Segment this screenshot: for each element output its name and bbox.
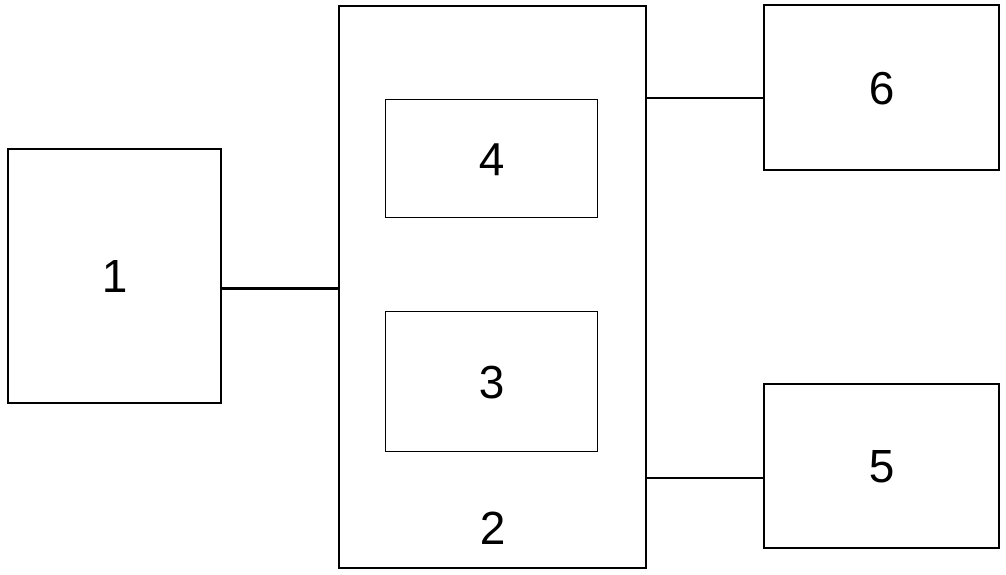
block-5: 5: [763, 383, 1000, 549]
block-4-label: 4: [478, 132, 505, 185]
connector-line-1-to-2: [222, 287, 338, 290]
block-4: 4: [385, 99, 598, 218]
block-2-label: 2: [479, 502, 506, 554]
block-1-label: 1: [101, 250, 128, 302]
block-6: 6: [763, 4, 1000, 171]
block-5-label: 5: [868, 440, 895, 492]
block-3: 3: [385, 311, 598, 452]
connector-line-2-to-5: [647, 477, 763, 479]
block-1: 1: [7, 148, 222, 404]
block-3-label: 3: [478, 355, 505, 408]
block-2: 2: [338, 5, 647, 569]
connector-line-2-to-6: [647, 97, 763, 99]
block-6-label: 6: [868, 61, 895, 114]
